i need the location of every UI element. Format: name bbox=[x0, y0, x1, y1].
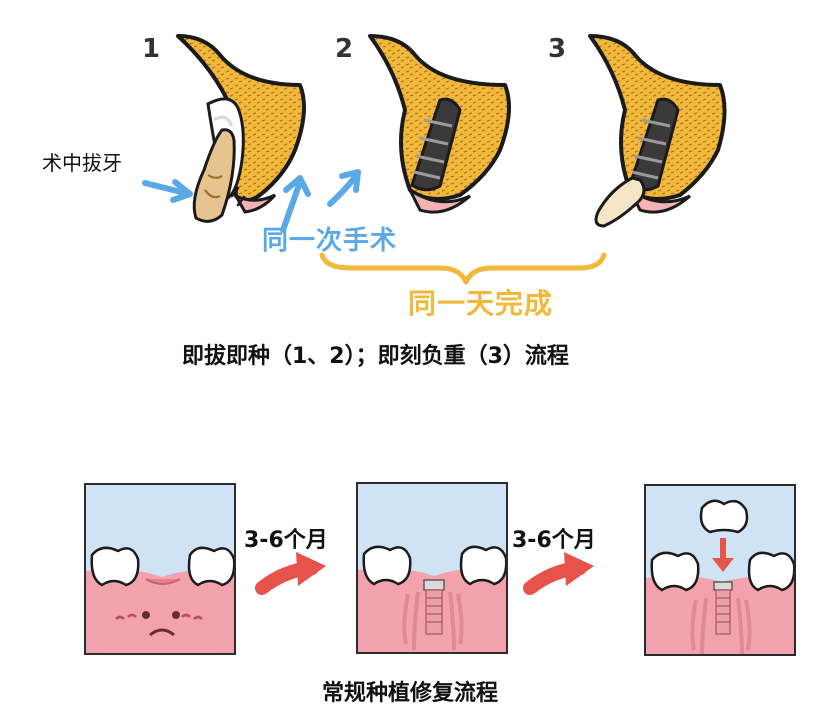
step-number-3: 3 bbox=[548, 34, 567, 64]
implant-3 bbox=[628, 97, 680, 192]
interval-label-2: 3-6个月 bbox=[512, 528, 596, 553]
same-day-brace bbox=[319, 252, 607, 285]
step-number-2: 2 bbox=[335, 34, 354, 64]
crown-3 bbox=[594, 176, 646, 228]
same-surgery-label: 同一次手术 bbox=[262, 226, 398, 256]
jaw-3 bbox=[588, 34, 727, 228]
extraction-label: 术中拔牙 bbox=[42, 151, 122, 175]
bottom-caption: 常规种植修复流程 bbox=[322, 681, 499, 706]
panel-missing-tooth bbox=[84, 483, 236, 655]
panel-implant-placed bbox=[356, 482, 508, 654]
implant-2 bbox=[410, 97, 462, 192]
extraction-arrow bbox=[142, 180, 188, 196]
interval-label-1: 3-6个月 bbox=[244, 528, 328, 553]
jaw-2 bbox=[368, 34, 511, 214]
panel-crown-fitted bbox=[644, 484, 796, 656]
same-day-label: 同一天完成 bbox=[408, 287, 554, 320]
implant-fixture-2 bbox=[423, 579, 445, 635]
jaw-1 bbox=[176, 34, 306, 214]
face-on-gum bbox=[115, 611, 203, 637]
extracted-tooth-root bbox=[192, 128, 246, 223]
implant-fixture-3 bbox=[713, 581, 733, 635]
crown-floating bbox=[699, 499, 749, 534]
same-surgery-arrow-right bbox=[327, 173, 359, 207]
step-number-1: 1 bbox=[142, 34, 161, 64]
down-arrow-crown bbox=[712, 538, 734, 572]
top-caption: 即拔即种（1、2）；即刻负重（3）流程 bbox=[182, 344, 569, 369]
